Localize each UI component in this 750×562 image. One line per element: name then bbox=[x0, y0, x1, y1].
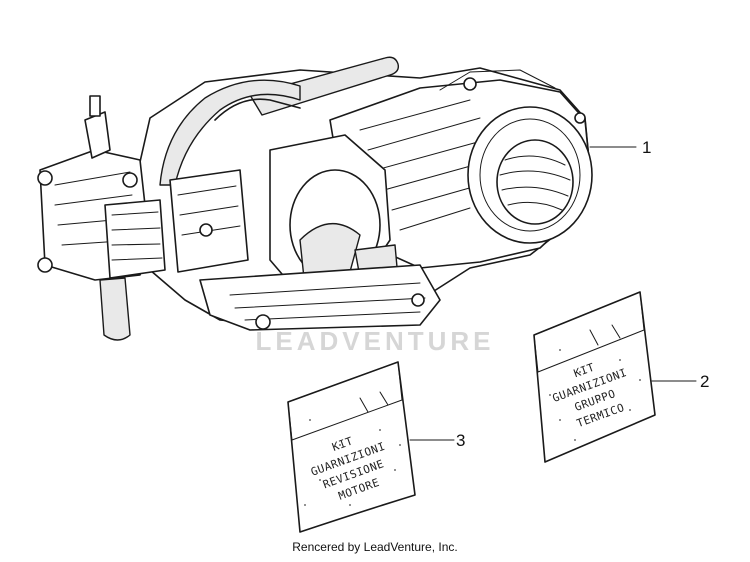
render-credit: Rencered by LeadVenture, Inc. bbox=[292, 540, 458, 554]
callout-3[interactable]: 3 bbox=[409, 431, 465, 450]
callout-2-number: 2 bbox=[700, 372, 709, 391]
kit-3-gasket-bag[interactable]: KIT GUARNIZIONI REVISIONE MOTORE bbox=[287, 361, 416, 533]
engine-assembly[interactable] bbox=[37, 56, 593, 341]
kit-2-gasket-bag[interactable]: KIT GUARNIZIONI GRUPPO TERMICO bbox=[533, 291, 656, 463]
callout-3-number: 3 bbox=[456, 431, 465, 450]
callout-1[interactable]: 1 bbox=[589, 138, 651, 157]
callout-2[interactable]: 2 bbox=[651, 372, 709, 391]
callout-1-number: 1 bbox=[642, 138, 651, 157]
watermark: LEADVENTURE bbox=[255, 326, 494, 356]
